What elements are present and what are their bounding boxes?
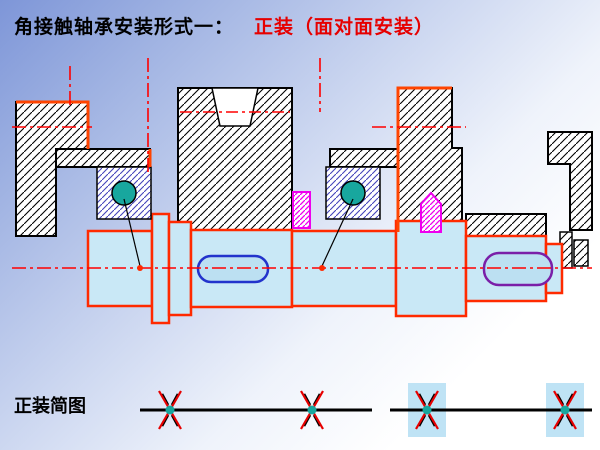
orange-accent-edges (16, 86, 452, 232)
keyway-left (196, 254, 270, 284)
gear-section (177, 87, 293, 233)
page-title: 角接触轴承安装形式一： 正装（面对面安装） (14, 12, 434, 39)
schematic-label: 正装简图 (14, 396, 86, 416)
title-prefix: 角接触轴承安装形式一： (14, 17, 235, 38)
title-highlight: 正装（面对面安装） (254, 17, 435, 38)
seal-left (292, 191, 311, 229)
schematic (140, 383, 592, 437)
left-housing (15, 101, 151, 237)
bearing-left (96, 166, 152, 220)
bearing-ball (111, 180, 137, 206)
bearing-right (325, 166, 381, 220)
right-end-bracket (547, 131, 593, 269)
centerlines (12, 58, 592, 269)
bearing-ball (340, 180, 366, 206)
right-hub-block (465, 213, 547, 238)
keyway-right (482, 251, 554, 287)
leader-lines (123, 198, 354, 271)
seal-right (420, 191, 442, 233)
